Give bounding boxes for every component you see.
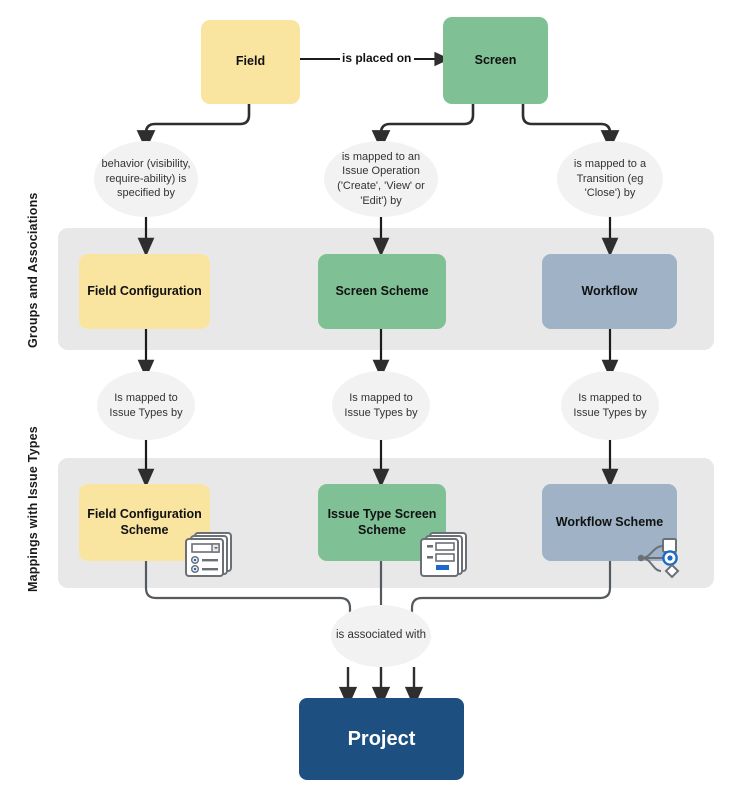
relation-ellipse-issue-operation-label: is mapped to an Issue Operation ('Create… [337,150,425,207]
node-screen[interactable]: Screen [443,17,548,104]
relation-ellipse-issue-types-2-label: Is mapped to Issue Types by [344,391,418,419]
screen-form-document-icon [420,530,476,580]
relation-ellipse-is-associated-with-label: is associated with [335,629,427,642]
relation-ellipse-behavior-label: behavior (visibility, require-ability) i… [101,158,191,200]
relation-ellipse-behavior: behavior (visibility, require-ability) i… [94,141,198,217]
node-issue-type-screen-scheme[interactable]: Issue Type Screen Scheme [318,484,446,561]
workflow-nodes-icon [633,533,691,583]
relation-ellipse-issue-types-3-label: Is mapped to Issue Types by [573,391,647,419]
node-field-label: Field [235,54,266,69]
node-field-configuration-label: Field Configuration [87,283,202,298]
node-field[interactable]: Field [201,20,300,104]
relation-ellipse-issue-types-1: Is mapped to Issue Types by [97,371,195,440]
relation-ellipse-issue-types-2: Is mapped to Issue Types by [332,371,430,440]
field-config-document-icon [185,530,241,580]
node-issue-type-screen-scheme-label: Issue Type Screen Scheme [327,506,437,537]
node-workflow[interactable]: Workflow [542,254,677,329]
relation-ellipse-transition: is mapped to a Transition (eg 'Close') b… [557,141,663,217]
node-workflow-scheme[interactable]: Workflow Scheme [542,484,677,561]
band-label-groups-and-associations: Groups and Associations [26,192,40,348]
node-field-configuration[interactable]: Field Configuration [79,254,210,329]
band-label-mappings-with-issue-types: Mappings with Issue Types [26,426,40,592]
node-screen-label: Screen [474,52,517,67]
relation-ellipse-issue-types-1-label: Is mapped to Issue Types by [109,391,183,419]
relation-ellipse-transition-label: is mapped to a Transition (eg 'Close') b… [573,158,647,200]
relation-ellipse-issue-types-3: Is mapped to Issue Types by [561,371,659,440]
edge-label-is-placed-on: is placed on [340,51,414,65]
node-workflow-scheme-label: Workflow Scheme [555,514,664,529]
node-project[interactable]: Project [299,698,464,780]
node-field-configuration-scheme-label: Field Configuration Scheme [87,506,202,537]
node-screen-scheme[interactable]: Screen Scheme [318,254,446,329]
relation-ellipse-is-associated-with: is associated with [331,605,431,667]
node-screen-scheme-label: Screen Scheme [335,283,429,298]
node-project-label: Project [347,727,416,750]
relation-ellipse-issue-operation: is mapped to an Issue Operation ('Create… [324,141,438,217]
node-workflow-label: Workflow [581,283,638,298]
